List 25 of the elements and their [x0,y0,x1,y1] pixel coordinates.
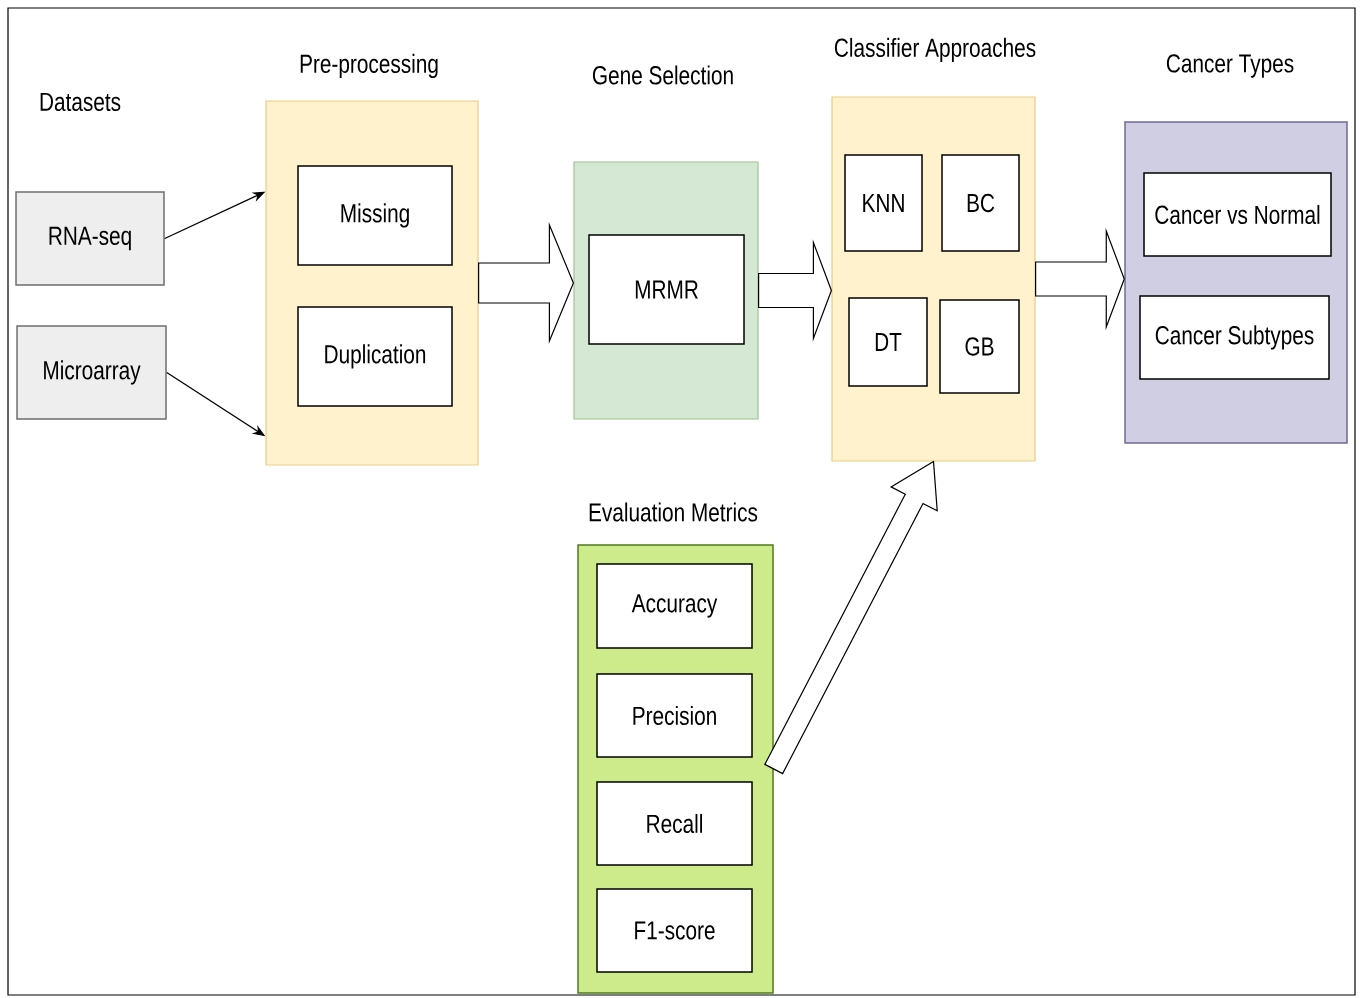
block-arrow [758,239,833,342]
step-box: BC [941,154,1020,252]
step-box: Cancer Subtypes [1139,295,1330,380]
column-heading: Pre-processing [300,53,438,79]
column-heading: Evaluation Metrics [589,502,758,522]
step-box: Recall [596,781,753,866]
step-box: Duplication [297,306,453,407]
column-heading: Cancer Types [1166,54,1294,78]
step-box: Cancer vs Normal [1143,172,1332,257]
column-heading: Gene Selection [592,65,733,85]
block-arrow [478,221,575,344]
dataset-box: RNA-seq [15,191,165,286]
section-heading: Datasets [40,92,121,112]
column-heading: Classifier Approaches [834,37,1036,63]
step-box: F1-score [596,888,753,973]
step-box: Accuracy [596,563,753,649]
dataset-box: Microarray [16,325,167,420]
step-box: KNN [844,154,923,252]
step-box: Precision [596,673,753,758]
step-box: DT [848,297,928,387]
step-box: MRMR [588,234,745,345]
block-arrow [1035,227,1125,331]
step-box: GB [939,299,1020,394]
step-box: Missing [297,165,453,266]
block-arrow [764,460,938,775]
